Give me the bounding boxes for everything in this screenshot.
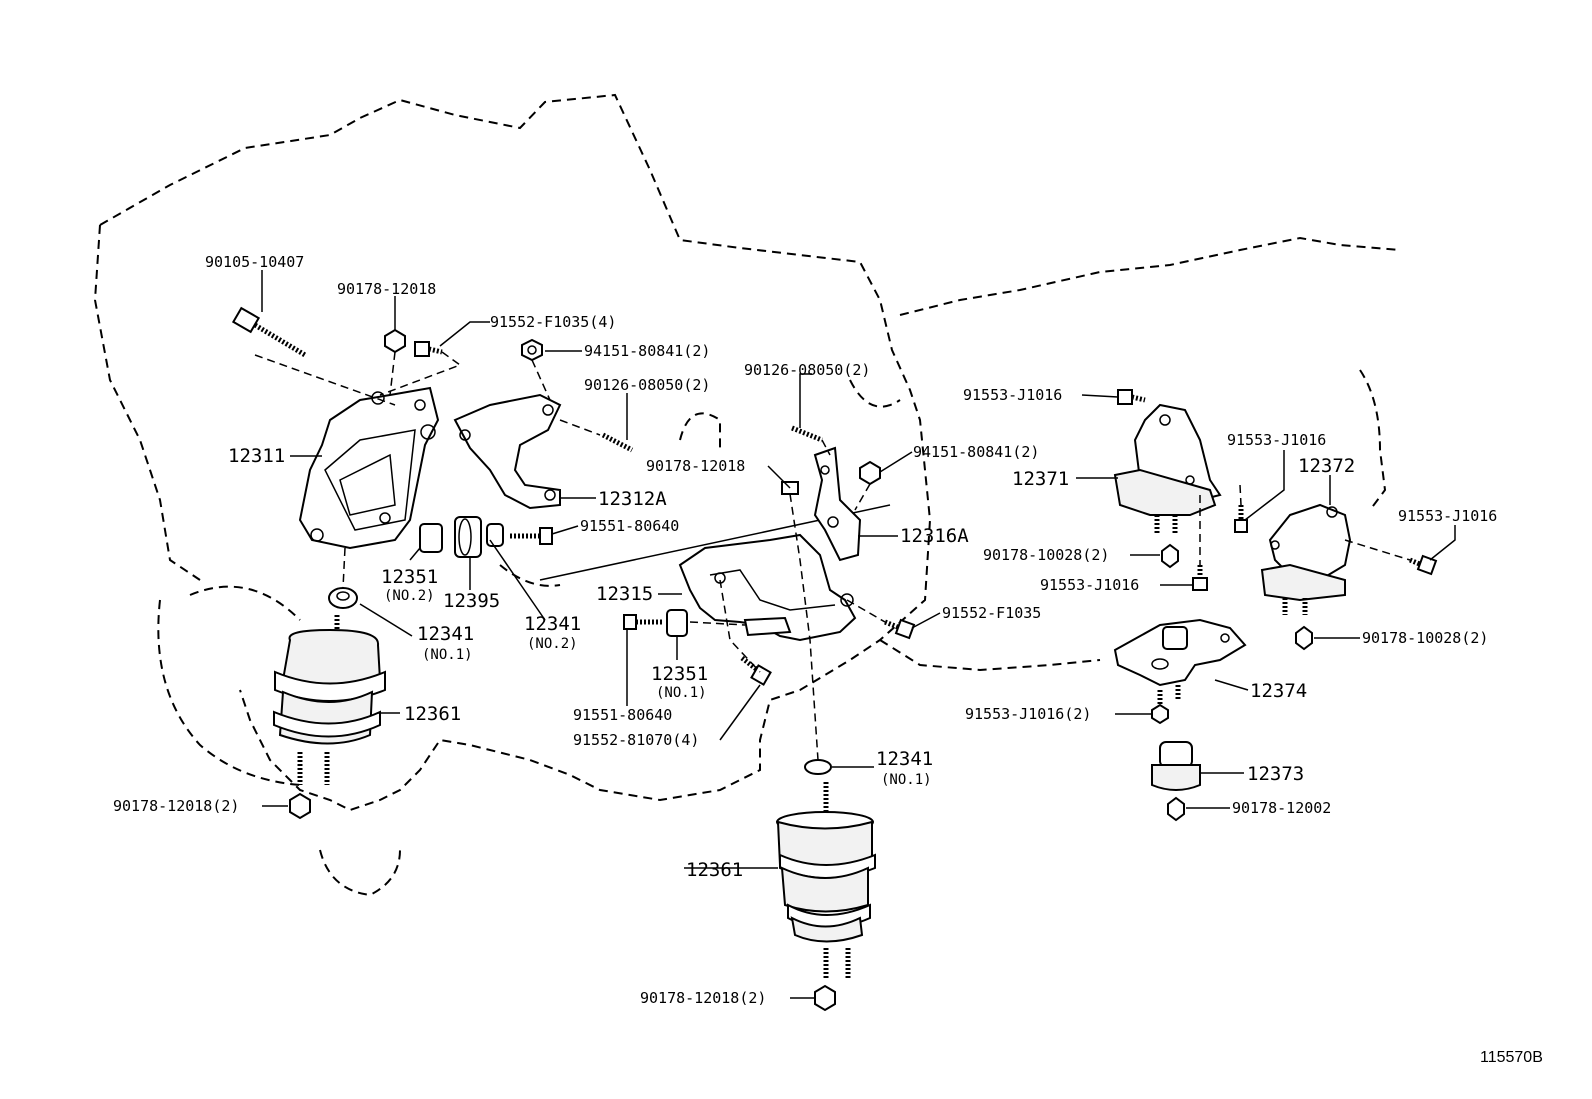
label-12373: 12373 (1247, 763, 1304, 785)
label-12372: 12372 (1298, 455, 1355, 477)
bracket-12316a (813, 446, 862, 562)
bolt-91553-j1016-2-icon (1151, 703, 1169, 725)
bracket-12311 (298, 386, 440, 550)
label-12361-right: 12361 (686, 859, 743, 881)
bolt-91553-j1016-mid-icon (1192, 565, 1208, 591)
label-12351-left-sub: (NO.2) (384, 588, 435, 604)
label-12311: 12311 (228, 445, 285, 467)
bolt-91551-80640-bottom-icon (623, 614, 662, 630)
stud-90126-08050-right-icon (791, 425, 823, 443)
stopper-12395-icon (454, 516, 482, 558)
label-91551-80640-top: 91551-80640 (580, 517, 679, 535)
nut-90178-10028-left-icon (1161, 543, 1179, 569)
label-12341-no1-left-sub: (NO.1) (422, 647, 473, 663)
bracket-12312a (453, 393, 562, 510)
stud-90126-08050-left-icon (601, 432, 634, 453)
label-94151-80841-left: 94151-80841(2) (584, 342, 710, 360)
label-12315: 12315 (596, 583, 653, 605)
label-90178-12018-top: 90178-12018 (337, 280, 436, 298)
bolt-91553-j1016-top-icon (1117, 389, 1146, 405)
label-12374: 12374 (1250, 680, 1307, 702)
label-12351-mid: 12351 (651, 663, 708, 685)
label-12341-no1-right: 12341 (876, 748, 933, 770)
reference-code: 115570B (1480, 1049, 1543, 1066)
stopper-12341-no2-icon (486, 523, 504, 547)
label-91553-j1016-top: 91553-J1016 (963, 386, 1062, 404)
label-90178-10028-right: 90178-10028(2) (1362, 629, 1488, 647)
label-12341-no1-left: 12341 (417, 623, 474, 645)
label-91552-f1035-4: 91552-F1035(4) (490, 313, 616, 331)
part-labels: 90105-10407 90178-12018 91552-F1035(4) 9… (113, 253, 1543, 1066)
nut-90178-12018-icon (384, 328, 406, 354)
insulator-12361-right (776, 782, 876, 978)
leader-lines (261, 270, 1456, 999)
bolt-91552-81070-icon (740, 656, 772, 686)
stopper-12341-no1-left-icon (328, 587, 358, 609)
label-12351-mid-sub: (NO.1) (656, 685, 707, 701)
label-91551-80640-bottom: 91551-80640 (573, 706, 672, 724)
label-90105-10407: 90105-10407 (205, 253, 304, 271)
nut-90178-12018-center-bottom-icon (814, 984, 836, 1012)
label-90178-12018-center-bottom: 90178-12018(2) (640, 989, 766, 1007)
label-12361-left: 12361 (404, 703, 461, 725)
nut-90178-12018-left-bottom-icon (289, 792, 311, 820)
label-12341-no2: 12341 (524, 613, 581, 635)
label-90126-08050-right: 90126-08050(2) (744, 361, 870, 379)
bolt-91553-j1016-far-right-icon (1409, 554, 1438, 576)
label-91552-f1035: 91552-F1035 (942, 604, 1041, 622)
label-90178-12002: 90178-12002 (1232, 799, 1331, 817)
nut-94151-80841-right-icon (859, 460, 881, 486)
nut-94151-80841-left-icon (521, 338, 543, 362)
label-91553-j1016-far-right: 91553-J1016 (1398, 507, 1497, 525)
label-12395: 12395 (443, 590, 500, 612)
member-12374 (1113, 618, 1247, 705)
stopper-12373-icon (1151, 741, 1201, 791)
label-12341-no2-sub: (NO.2) (527, 636, 578, 652)
transmission-outline (879, 236, 1401, 672)
label-91552-81070: 91552-81070(4) (573, 731, 699, 749)
label-12341-no1-right-sub: (NO.1) (881, 772, 932, 788)
label-90126-08050-left: 90126-08050(2) (584, 376, 710, 394)
label-12316a: 12316A (900, 525, 969, 547)
insulator-12361-left (273, 615, 386, 785)
nut-90178-10028-right-icon (1295, 625, 1313, 651)
stopper-12351-no1-mid-icon (666, 609, 688, 637)
label-12312a: 12312A (598, 488, 667, 510)
bolt-91552-f1035-icon (414, 341, 443, 357)
bolt-91551-80640-top-icon (510, 527, 553, 545)
label-94151-80841-right: 94151-80841(2) (913, 443, 1039, 461)
label-90178-10028-left: 90178-10028(2) (983, 546, 1109, 564)
bolt-90105-10407-icon (231, 306, 307, 358)
label-91553-j1016-mid: 91553-J1016 (1040, 576, 1139, 594)
bracket-12315 (678, 533, 857, 642)
label-12371: 12371 (1012, 468, 1069, 490)
bolt-91553-j1016-upper-right-icon (1234, 505, 1248, 533)
insulator-12372 (1260, 503, 1352, 615)
insulator-12371 (1113, 403, 1222, 535)
stopper-12351-no2-icon (419, 523, 443, 553)
stopper-12341-no1-right-icon (804, 759, 832, 775)
label-90178-12018-left-bottom: 90178-12018(2) (113, 797, 239, 815)
nut-90178-12002-icon (1167, 796, 1185, 822)
label-91553-j1016-2: 91553-J1016(2) (965, 705, 1091, 723)
bolt-91552-f1035-icon (884, 618, 916, 640)
label-12351-left: 12351 (381, 566, 438, 588)
label-91553-j1016-upper-right: 91553-J1016 (1227, 431, 1326, 449)
label-90178-12018-mid: 90178-12018 (646, 457, 745, 475)
